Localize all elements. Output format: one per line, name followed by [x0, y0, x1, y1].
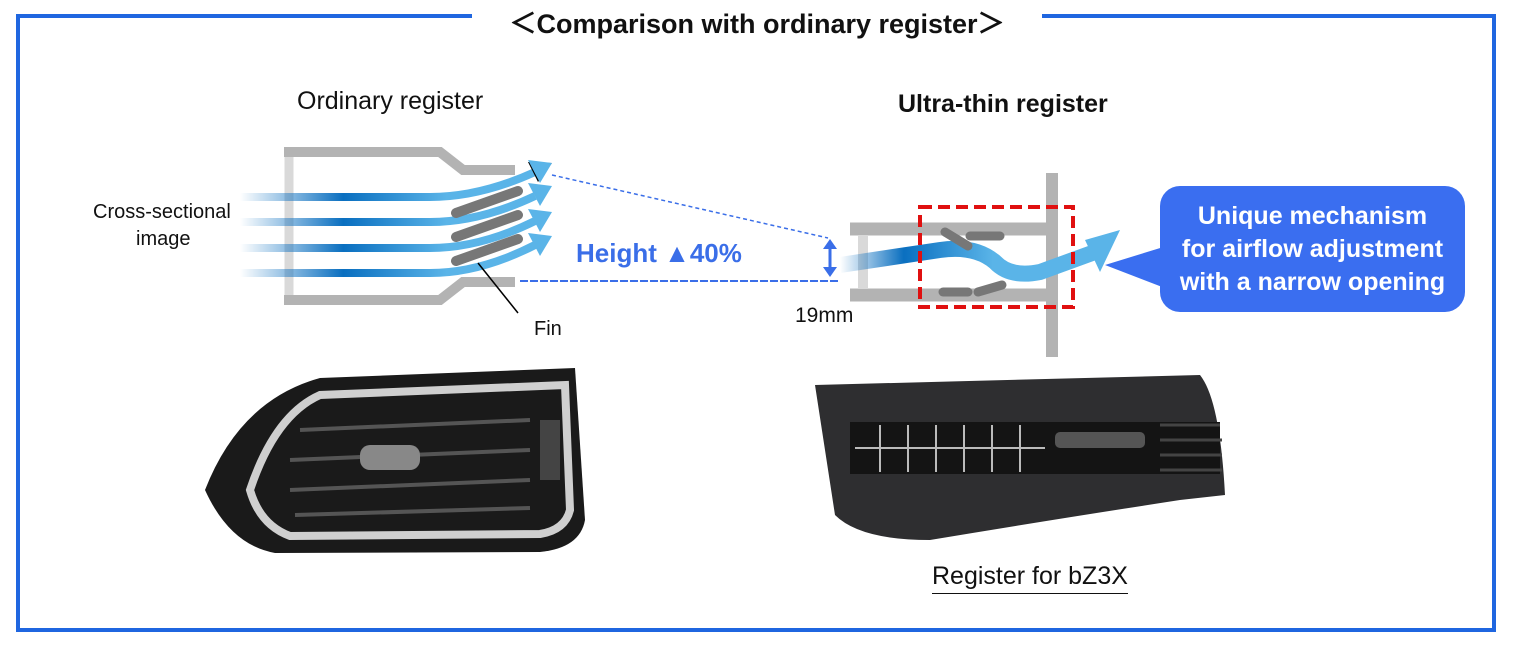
fin-leader-line: [477, 262, 519, 314]
cross-section-label-line2: image: [136, 228, 191, 250]
ordinary-register-heading: Ordinary register: [297, 87, 484, 115]
ultra-thin-fins: [938, 227, 1007, 297]
ultra-thin-register-heading: Ultra-thin register: [898, 90, 1108, 118]
callout-line: for airflow adjustment: [1181, 234, 1444, 263]
callout-pointer: [1105, 245, 1170, 290]
ultra-thin-register-photo: [815, 375, 1225, 540]
height-guide-top: [551, 174, 829, 239]
cross-section-label-line1: Cross-sectional: [93, 201, 231, 223]
ultra-thin-arrow-head: [1085, 230, 1120, 272]
bz3x-caption: Register for bZ3X: [932, 562, 1128, 594]
height-double-arrow: [823, 239, 837, 277]
fin-label: Fin: [534, 318, 562, 340]
airflow-arrows: [240, 160, 552, 277]
height-reduction-label: Height ▲40%: [576, 238, 742, 268]
ordinary-register-photo: [205, 368, 585, 553]
mechanism-highlight-box: [918, 205, 1075, 309]
ultra-thin-airflow: [838, 240, 1098, 282]
dimension-label: 19mm: [795, 304, 854, 327]
figure-title: ＜Comparison with ordinary register＞: [472, 2, 1042, 41]
callout-line: with a narrow opening: [1179, 267, 1446, 296]
callout-line: Unique mechanism: [1197, 201, 1428, 230]
fins: [451, 186, 523, 266]
mechanism-callout: Unique mechanism for airflow adjustment …: [1160, 186, 1465, 312]
